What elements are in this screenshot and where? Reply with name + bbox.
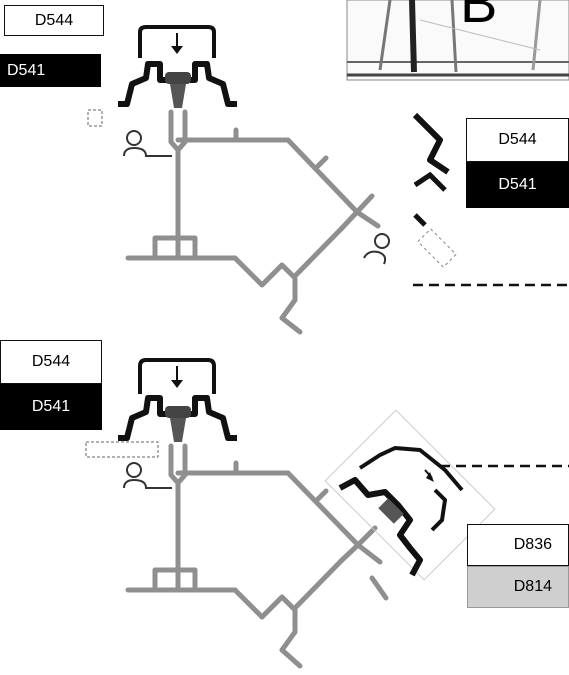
label-top-outer: D544 bbox=[4, 5, 104, 36]
photo-letter: B bbox=[460, 0, 497, 34]
top-section-diagram bbox=[118, 25, 390, 335]
pressure-bracket bbox=[138, 25, 216, 58]
bottom-section-diagram bbox=[118, 358, 569, 669]
label-top-inner: D541 bbox=[0, 54, 101, 87]
placeholder-box-bottom bbox=[85, 441, 159, 458]
rotated-clamp-assembly bbox=[324, 409, 496, 581]
label-detail-outer: D544 bbox=[466, 118, 569, 162]
arrow-down-icon bbox=[171, 46, 183, 54]
label-bottom-right-inner: D814 bbox=[467, 566, 569, 608]
label-bottom-left-outer: D544 bbox=[0, 340, 102, 384]
label-bottom-left-inner: D541 bbox=[0, 384, 102, 430]
seal-bulb-bottom bbox=[126, 462, 142, 478]
arrow-down-icon-bottom bbox=[171, 380, 183, 388]
pressure-bracket-bottom bbox=[138, 358, 216, 394]
label-detail-inner: D541 bbox=[466, 162, 569, 208]
photo-crop: B bbox=[346, 0, 569, 81]
placeholder-box-top bbox=[87, 109, 103, 127]
seal-bulb-right bbox=[374, 233, 390, 249]
label-bottom-right-outer: D836 bbox=[467, 524, 569, 566]
seal-bulb-left bbox=[126, 130, 142, 146]
